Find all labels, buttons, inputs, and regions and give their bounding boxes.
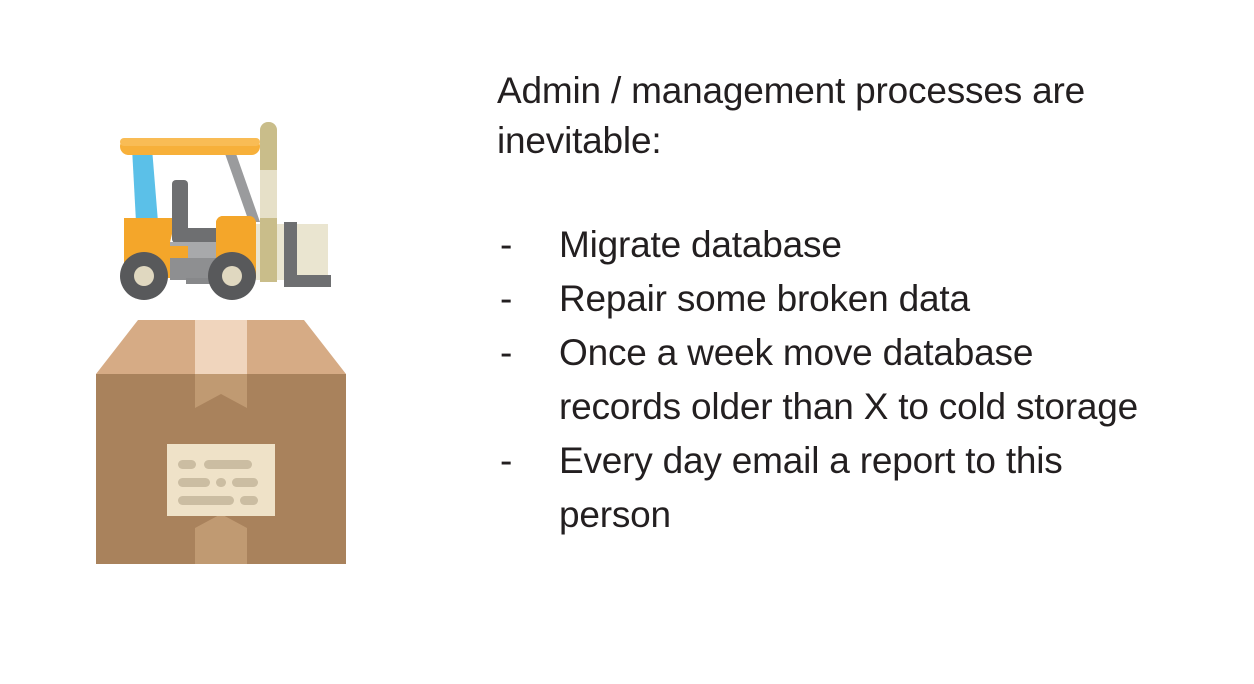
list-item: - Once a week move database records olde… bbox=[497, 326, 1207, 434]
forklift-icon bbox=[108, 118, 336, 303]
illustration-column bbox=[0, 0, 470, 684]
task-bullet-list: - Migrate database - Repair some broken … bbox=[497, 218, 1207, 542]
bullet-dash-icon: - bbox=[500, 332, 513, 373]
package-box-icon bbox=[96, 316, 346, 568]
bullet-dash-icon: - bbox=[500, 224, 513, 265]
bullet-text: Migrate database bbox=[559, 224, 842, 265]
text-column: Admin / management processes are inevita… bbox=[497, 66, 1207, 542]
list-item: - Every day email a report to this perso… bbox=[497, 434, 1207, 542]
bullet-dash-icon: - bbox=[500, 440, 513, 481]
bullet-text: Every day email a report to this person bbox=[559, 440, 1063, 535]
list-item: - Migrate database bbox=[497, 218, 1207, 272]
slide-heading: Admin / management processes are inevita… bbox=[497, 70, 1085, 161]
list-item: - Repair some broken data bbox=[497, 272, 1207, 326]
bullet-dash-icon: - bbox=[500, 278, 513, 319]
bullet-text: Repair some broken data bbox=[559, 278, 970, 319]
bullet-text: Once a week move database records older … bbox=[559, 332, 1138, 427]
